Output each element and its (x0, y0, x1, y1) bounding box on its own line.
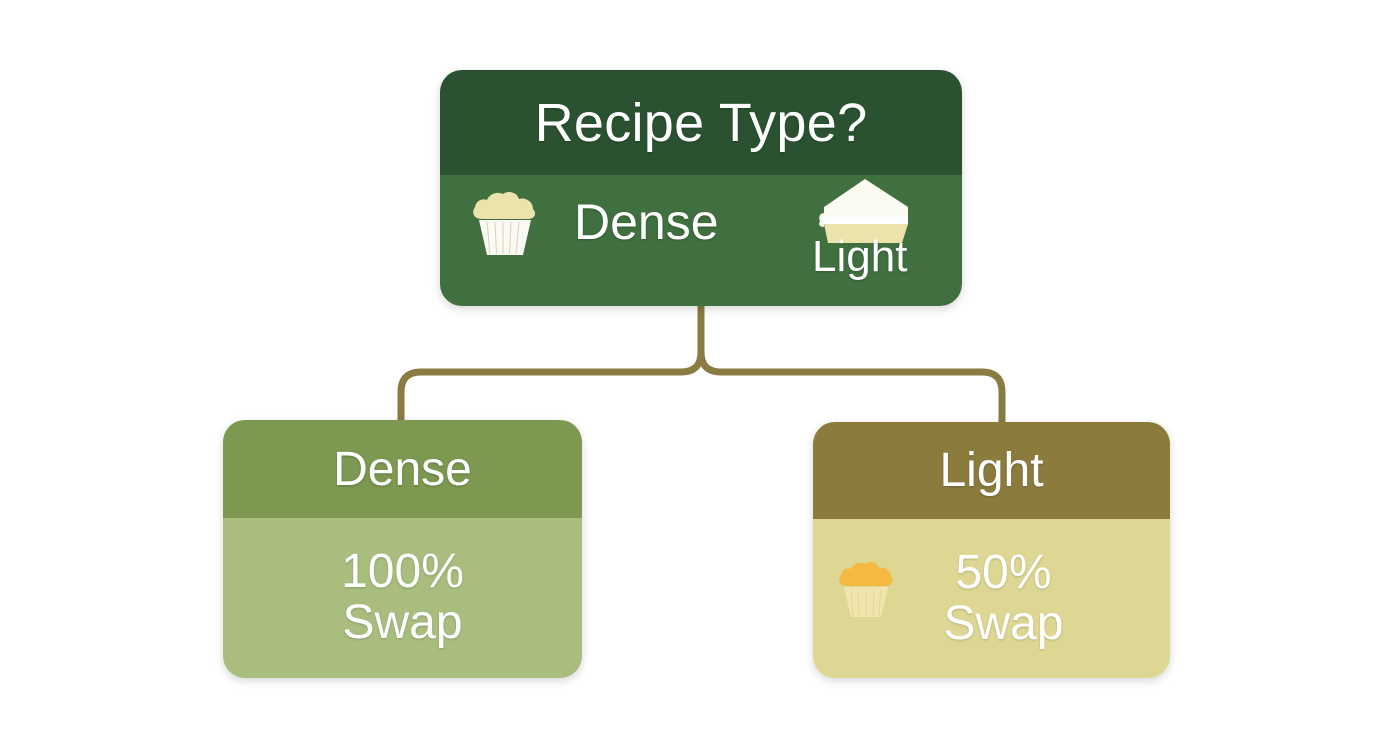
cake-slice-icon (819, 179, 908, 243)
node-light[interactable]: Light 50% Swap (813, 422, 1170, 678)
node-dense-swap-label: Swap (342, 596, 463, 649)
connector-root-to-light (697, 302, 1006, 426)
node-light-header: Light (813, 422, 1170, 519)
node-dense[interactable]: Dense 100% Swap (223, 420, 582, 678)
node-light-percent: 50% (955, 545, 1052, 599)
node-light-body: 50% Swap (813, 519, 1170, 678)
root-option-dense-label[interactable]: Dense (574, 194, 719, 250)
connector-root-to-dense (397, 302, 705, 424)
node-dense-body: 100% Swap (223, 518, 582, 678)
node-recipe-type-header: Recipe Type? (440, 70, 962, 175)
node-dense-percent: 100% (341, 545, 464, 599)
node-recipe-type[interactable]: Recipe Type? Dense (440, 70, 962, 306)
node-recipe-type-body: Dense Light (440, 175, 962, 306)
node-dense-header: Dense (223, 420, 582, 518)
cupcake-icon (473, 191, 536, 255)
cupcake-icon (839, 561, 893, 617)
node-light-swap-label: Swap (943, 596, 1064, 650)
root-option-light-label[interactable]: Light (812, 232, 908, 281)
